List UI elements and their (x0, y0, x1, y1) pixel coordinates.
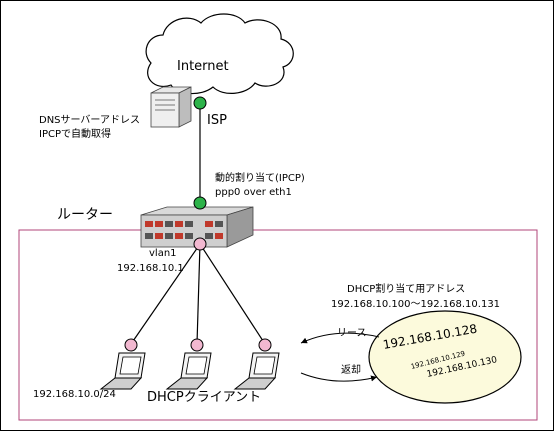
link-client-3 (199, 243, 266, 345)
ipcp-label-line1: 動的割り当て(IPCP) (215, 173, 305, 184)
lease-arrow (300, 332, 380, 344)
router-icon (140, 206, 254, 248)
lan-interface-address: 192.168.10.1 (117, 263, 184, 274)
client-port-1 (124, 338, 138, 352)
internet-cloud (145, 13, 294, 95)
lease-label: リース (337, 328, 367, 339)
client-port-2 (190, 338, 204, 352)
router-wan-port (193, 196, 207, 210)
laptop-icon-3 (233, 352, 280, 390)
laptop-icon-2 (165, 352, 212, 390)
lan-interface-name: vlan1 (149, 248, 177, 259)
isp-port-top (193, 96, 207, 110)
link-client-1 (130, 243, 201, 345)
ipcp-label-line2: ppp0 over eth1 (215, 187, 292, 198)
dhcp-pool-label: DHCP割り当て用アドレス (347, 284, 466, 295)
laptop-icon-1 (99, 352, 146, 390)
return-label: 返却 (341, 365, 361, 376)
dns-server-icon (150, 86, 192, 128)
return-arrow (300, 372, 378, 382)
lan-area-border (18, 229, 538, 421)
dhcp-pool-range: 192.168.10.100～192.168.10.131 (331, 299, 501, 310)
dhcp-clients-label: DHCPクライアント (147, 390, 262, 405)
link-client-2 (196, 243, 201, 345)
dhcp-pool-ellipse (368, 310, 522, 404)
dns-server-label-line1: DNSサーバーアドレス (39, 115, 141, 126)
router-label: ルーター (57, 207, 113, 223)
internet-label: Internet (177, 59, 229, 74)
subnet-label: 192.168.10.0/24 (33, 389, 116, 400)
dns-server-label-line2: IPCPで自動取得 (39, 129, 111, 140)
client-port-3 (258, 338, 272, 352)
router-lan-port (193, 237, 207, 251)
isp-label: ISP (207, 113, 227, 128)
